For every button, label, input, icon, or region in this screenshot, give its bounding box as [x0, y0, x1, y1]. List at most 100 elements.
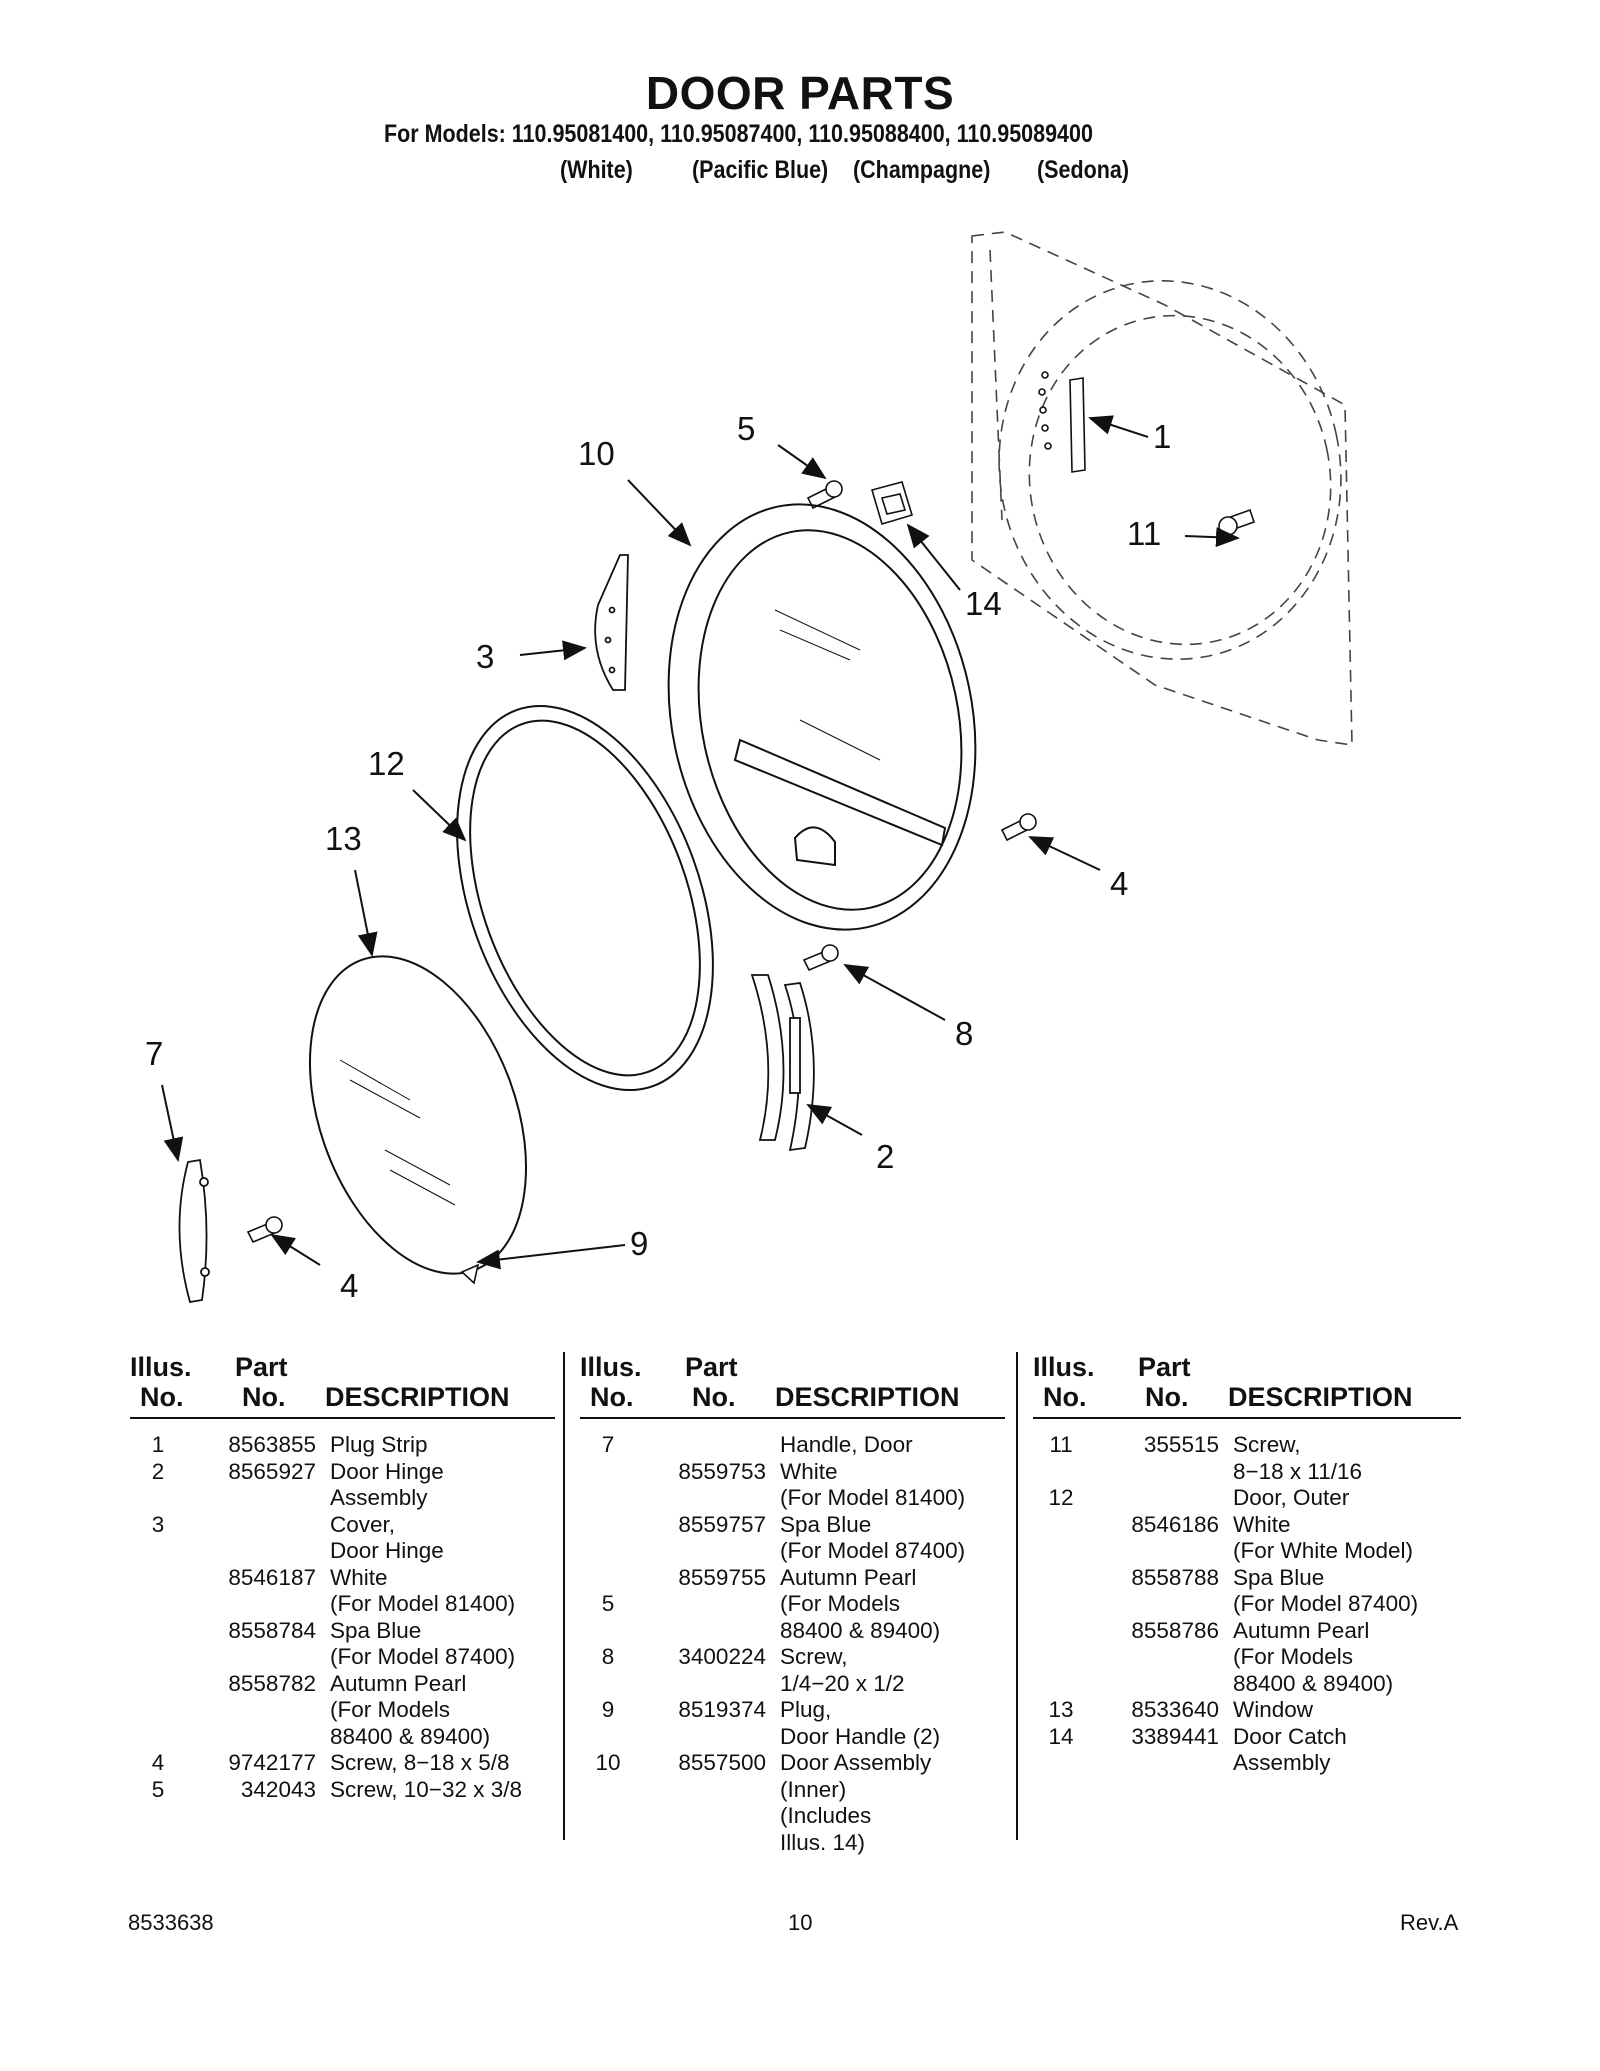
- exploded-door-diagram: 1 2 3 4 4 5 7 8 9 10 11 12 13 14: [145, 231, 1353, 1304]
- description: Door Catch: [1233, 1723, 1347, 1749]
- footer-page-number: 10: [788, 1910, 813, 1935]
- part-no: 8558784: [228, 1617, 316, 1643]
- callout-4-upper: 4: [1110, 865, 1128, 902]
- callout-14: 14: [965, 585, 1002, 622]
- outer-door-ring: [456, 704, 714, 1092]
- description: Door Hinge: [330, 1538, 444, 1563]
- description: (For Model 81400): [330, 1591, 516, 1616]
- part-no: 8546186: [1131, 1511, 1219, 1537]
- description: Illus. 14): [780, 1829, 866, 1855]
- part-no: 8558782: [228, 1670, 316, 1696]
- description: 88400 & 89400): [330, 1723, 491, 1749]
- part-no: 8533640: [1131, 1697, 1219, 1722]
- part-no: 8563855: [228, 1432, 316, 1457]
- part-header: Part: [685, 1352, 738, 1382]
- part-no: 8557500: [678, 1750, 766, 1775]
- header-rule: [1033, 1417, 1461, 1419]
- part-no: 8519374: [678, 1697, 766, 1722]
- description: Screw, 10−32 x 3/8: [330, 1776, 522, 1802]
- description: 88400 & 89400): [1233, 1670, 1394, 1696]
- illus-no: 3: [151, 1511, 165, 1537]
- part-header-no: No.: [242, 1382, 286, 1412]
- description: 8−18 x 11/16: [1233, 1458, 1363, 1484]
- illus-no: 8: [601, 1644, 615, 1669]
- description: Door Hinge: [330, 1458, 444, 1484]
- description: (For Model 87400): [780, 1538, 966, 1563]
- illus-header: Illus.: [1033, 1352, 1095, 1382]
- illus-header-no: No.: [1043, 1382, 1087, 1412]
- illus-header-no: No.: [140, 1382, 184, 1412]
- door-catch-part: [871, 481, 913, 525]
- description: Cover,: [330, 1511, 396, 1537]
- description: Screw,: [1233, 1432, 1301, 1457]
- part-no: 8558788: [1131, 1564, 1219, 1590]
- description: (Includes: [780, 1803, 872, 1828]
- description: Window: [1233, 1697, 1314, 1722]
- description: Plug,: [780, 1697, 832, 1722]
- illus-no: 14: [1048, 1723, 1074, 1749]
- description: (For Models: [1233, 1644, 1354, 1669]
- callout-13: 13: [325, 820, 362, 857]
- description: (For Model 81400): [780, 1485, 966, 1510]
- callout-10: 10: [578, 435, 615, 472]
- part-header: Part: [1138, 1352, 1191, 1382]
- illus-no: 5: [151, 1776, 165, 1802]
- window-part: [308, 955, 528, 1275]
- part-header: Part: [235, 1352, 288, 1382]
- description-header: DESCRIPTION: [325, 1382, 510, 1412]
- illus-no: 2: [151, 1458, 165, 1484]
- part-no: 8559757: [678, 1511, 766, 1537]
- description: White: [330, 1564, 388, 1590]
- description: (Inner): [780, 1776, 847, 1802]
- description: (For Model 87400): [1233, 1591, 1419, 1616]
- description: Door Assembly: [780, 1750, 932, 1775]
- callout-9: 9: [630, 1225, 648, 1262]
- description: Door Handle (2): [780, 1723, 941, 1749]
- color-white: (White): [560, 156, 633, 184]
- part-no: 342043: [240, 1776, 316, 1802]
- description-header: DESCRIPTION: [1228, 1382, 1413, 1412]
- description: Autumn Pearl: [780, 1564, 917, 1590]
- illus-no: 7: [601, 1432, 615, 1457]
- callout-2: 2: [876, 1138, 894, 1175]
- part-no: 8559753: [678, 1458, 766, 1484]
- description: (For White Model): [1233, 1538, 1414, 1563]
- description: White: [1233, 1511, 1291, 1537]
- part-no: 9742177: [228, 1750, 316, 1775]
- illus-header: Illus.: [130, 1352, 192, 1382]
- page-title: DOOR PARTS: [645, 67, 955, 119]
- column-header: Illus. No. Part No. DESCRIPTION: [1033, 1352, 1473, 1414]
- illus-header-no: No.: [590, 1382, 634, 1412]
- illus-no: 10: [595, 1750, 621, 1775]
- part-no: 355515: [1143, 1432, 1219, 1457]
- description-header: DESCRIPTION: [775, 1382, 960, 1412]
- illus-no: 12: [1048, 1485, 1074, 1510]
- description: Assembly: [330, 1485, 428, 1510]
- description: 1/4−20 x 1/2: [780, 1670, 905, 1696]
- illus-no: 11: [1049, 1432, 1073, 1457]
- callout-1: 1: [1153, 418, 1171, 455]
- description: Door, Outer: [1233, 1485, 1350, 1510]
- description: Handle, Door: [780, 1432, 913, 1457]
- screw-part-4-lower: [246, 1216, 283, 1244]
- part-header-no: No.: [692, 1382, 736, 1412]
- description: 88400 & 89400): [780, 1617, 941, 1643]
- callout-8: 8: [955, 1015, 973, 1052]
- description: White: [780, 1458, 838, 1484]
- color-sedona: (Sedona): [1037, 156, 1129, 184]
- illus-no: 9: [601, 1697, 615, 1722]
- screw-part-8: [802, 944, 839, 972]
- callout-11: 11: [1127, 515, 1161, 552]
- header-rule: [580, 1417, 1005, 1419]
- column-divider: [1016, 1352, 1018, 1840]
- description: (For Models: [780, 1591, 901, 1616]
- description: Spa Blue: [330, 1617, 422, 1643]
- screw-part-5: [806, 480, 843, 510]
- door-handle-part: [178, 1158, 210, 1304]
- description: Autumn Pearl: [330, 1670, 467, 1696]
- part-header-no: No.: [1145, 1382, 1189, 1412]
- callout-12: 12: [368, 745, 405, 782]
- illus-no: 13: [1048, 1697, 1074, 1722]
- plug-strip-part: [1038, 371, 1086, 473]
- color-pacific-blue: (Pacific Blue): [692, 156, 829, 184]
